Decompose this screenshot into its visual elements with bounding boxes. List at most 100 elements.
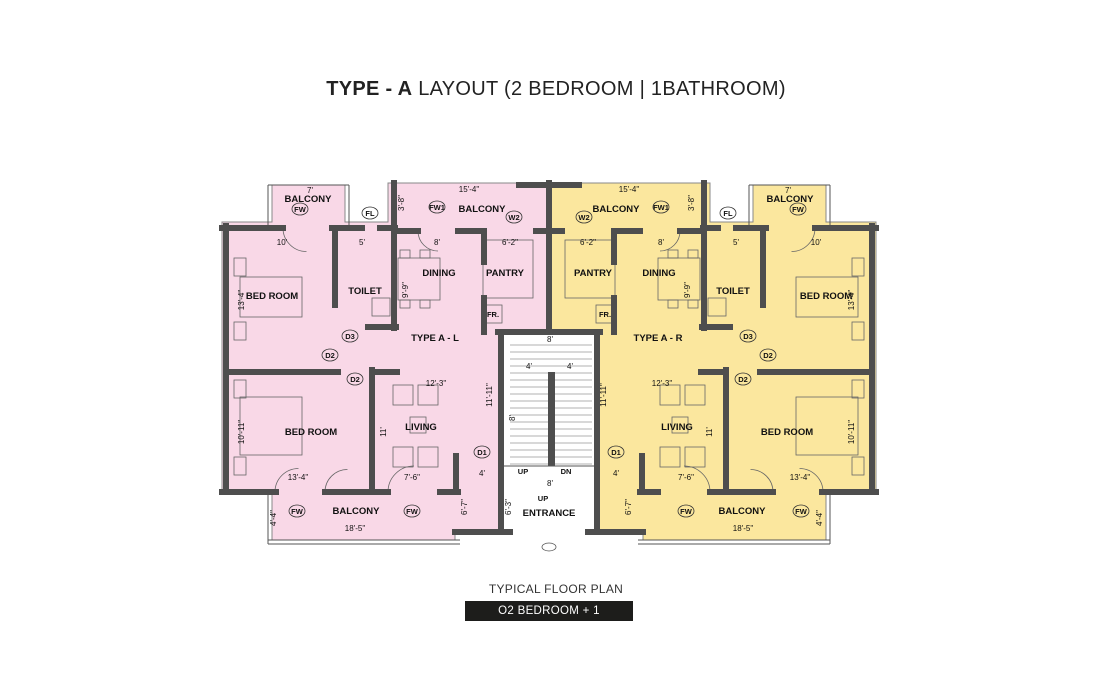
unit-label-right: TYPE A - R bbox=[634, 333, 683, 344]
room-label-bedroom: BED ROOM bbox=[285, 427, 337, 438]
fw1-mark: FW1 bbox=[429, 203, 445, 212]
chair bbox=[687, 299, 699, 309]
door-mark-d3: D3 bbox=[743, 332, 753, 341]
room-label-dining: DINING bbox=[422, 268, 455, 279]
chair bbox=[419, 249, 431, 259]
mark-circle bbox=[739, 329, 757, 343]
dimension: 12'-3" bbox=[426, 379, 447, 388]
dimension: 11'-11" bbox=[599, 383, 608, 407]
dimension: 9'-9" bbox=[683, 282, 692, 298]
mark-circle bbox=[759, 348, 777, 362]
dimension: 10' bbox=[277, 238, 288, 247]
door-mark-d2: D2 bbox=[763, 351, 773, 360]
dimension: 4' bbox=[526, 362, 532, 371]
dimension: 8' bbox=[547, 335, 553, 344]
fw-mark: FW bbox=[792, 205, 805, 214]
dimension: 4'-4" bbox=[815, 510, 824, 526]
mark-circle bbox=[734, 372, 752, 386]
fridge-label: FR. bbox=[599, 310, 611, 319]
stair-center-wall bbox=[548, 372, 555, 466]
room-label-living: LIVING bbox=[405, 422, 437, 433]
mark-circle bbox=[677, 504, 695, 518]
room-label-bedroom: BED ROOM bbox=[800, 291, 852, 302]
title-layout: LAYOUT (2 BEDROOM | 1BATHROOM) bbox=[412, 78, 786, 100]
dimension: 7'-6" bbox=[678, 473, 694, 482]
door-swing bbox=[274, 468, 299, 493]
dimension: 9'-9" bbox=[401, 282, 410, 298]
armchair bbox=[417, 446, 439, 468]
armchair bbox=[417, 384, 439, 406]
door-swing bbox=[750, 469, 774, 493]
title-type: TYPE - A bbox=[326, 78, 413, 100]
stair-up-label: UP bbox=[518, 467, 528, 476]
dimension: 18'-5" bbox=[345, 524, 366, 533]
dimension: 12'-3" bbox=[652, 379, 673, 388]
dimension: 13'-4" bbox=[790, 473, 811, 482]
dimension: 4' bbox=[479, 469, 485, 478]
fridge-label: FR. bbox=[487, 310, 499, 319]
dimension: 10' bbox=[811, 238, 822, 247]
coffee-table bbox=[409, 416, 427, 434]
armchair bbox=[392, 384, 414, 406]
fl-mark: FL bbox=[365, 209, 375, 218]
room-label-toilet: TOILET bbox=[716, 286, 750, 297]
pillow bbox=[851, 257, 865, 277]
room-label-entrance: ENTRANCE bbox=[523, 508, 576, 519]
armchair bbox=[659, 384, 681, 406]
dimension: 4' bbox=[567, 362, 573, 371]
dimension: 6'-3" bbox=[504, 499, 513, 515]
unit-label-left: TYPE A - L bbox=[411, 333, 459, 344]
room-label-balcony: BALCONY bbox=[767, 194, 815, 205]
room-label-bedroom: BED ROOM bbox=[246, 291, 298, 302]
mark-circle bbox=[403, 504, 421, 518]
washbasin bbox=[371, 297, 391, 317]
door-swing bbox=[799, 468, 824, 493]
dimension: 3'-8" bbox=[687, 195, 696, 211]
door-swing bbox=[324, 469, 348, 493]
dimension: 10'-11" bbox=[237, 420, 246, 444]
washbasin bbox=[707, 297, 727, 317]
dimension: 6'-7" bbox=[624, 499, 633, 515]
caption-badge: O2 BEDROOM + 1 BATHROOM bbox=[465, 601, 633, 637]
mark-circle bbox=[505, 210, 523, 224]
dimension: 3'-8" bbox=[397, 195, 406, 211]
bed bbox=[239, 276, 303, 318]
dimension: 15'-4" bbox=[459, 185, 480, 194]
bed bbox=[795, 396, 859, 456]
dimension: 8' bbox=[547, 479, 553, 488]
dimension: 8' bbox=[508, 415, 517, 421]
dimension: 18'-5" bbox=[733, 524, 754, 533]
room-label-balcony: BALCONY bbox=[719, 506, 767, 517]
mark-circle bbox=[792, 504, 810, 518]
fw-mark: FW bbox=[291, 507, 304, 516]
fw1-mark: FW1 bbox=[653, 203, 669, 212]
caption-heading: TYPICAL FLOOR PLAN bbox=[488, 582, 624, 596]
mark-circle bbox=[789, 202, 807, 216]
mark-circle bbox=[361, 206, 379, 220]
dining-table bbox=[397, 257, 441, 301]
dimension: 13'-4" bbox=[237, 290, 246, 311]
dimension: 10'-11" bbox=[847, 420, 856, 444]
mark-circle bbox=[288, 504, 306, 518]
mark-circle bbox=[321, 348, 339, 362]
dimension: 4'-4" bbox=[269, 510, 278, 526]
armchair bbox=[392, 446, 414, 468]
room-label-pantry: PANTRY bbox=[486, 268, 525, 279]
fw-mark: FW bbox=[795, 507, 808, 516]
coffee-table bbox=[671, 416, 689, 434]
room-label-living: LIVING bbox=[661, 422, 693, 433]
armchair bbox=[659, 446, 681, 468]
dimension: 15'-4" bbox=[619, 185, 640, 194]
bed bbox=[239, 396, 303, 456]
fw-mark: FW bbox=[294, 205, 307, 214]
w2-mark: W2 bbox=[578, 213, 589, 222]
room-label-balcony: BALCONY bbox=[459, 204, 507, 215]
pillow bbox=[233, 456, 247, 476]
chair bbox=[667, 299, 679, 309]
entrance-up-label: UP bbox=[538, 494, 548, 503]
staircase bbox=[504, 334, 594, 530]
dimension: 13'-4" bbox=[288, 473, 309, 482]
mark-circle bbox=[428, 200, 446, 214]
door-mark-d1: D1 bbox=[611, 448, 621, 457]
